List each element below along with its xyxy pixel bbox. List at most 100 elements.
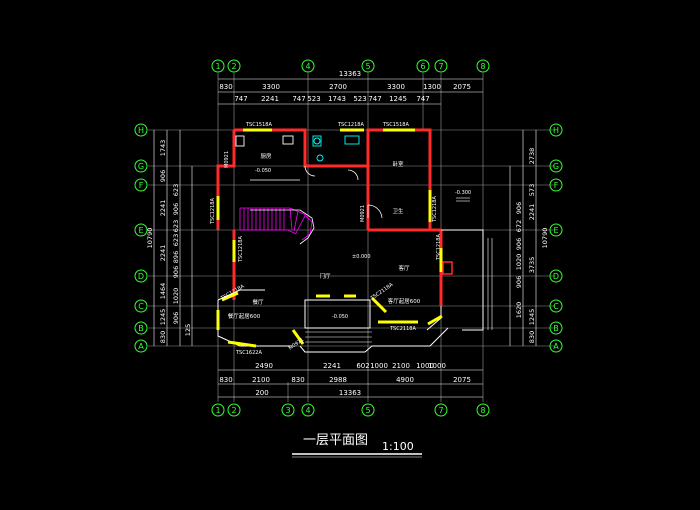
window-right-angle <box>427 314 443 326</box>
toilet-bowl-icon <box>313 137 321 145</box>
axis-label-top-5: 5 <box>365 62 370 71</box>
exterior-outline <box>217 229 484 353</box>
bottom-dim-2-1: 830 <box>219 376 232 384</box>
left-dim-5: 1464 <box>159 283 167 300</box>
drawing-title: 一层平面图 <box>303 433 368 448</box>
tag-w6: TSC1218A <box>432 196 438 223</box>
bottom-dim-3-1: 200 <box>255 389 268 397</box>
axis-label-top-6: 6 <box>420 62 425 71</box>
room-bedroom: 卧室 <box>392 160 404 168</box>
axis-label-top-8: 8 <box>480 62 485 71</box>
left-inner-7: 1020 <box>172 288 180 305</box>
left-inner-8: 906 <box>172 312 180 324</box>
left-dim-2: 906 <box>159 170 167 182</box>
axis-label-right-G: G <box>553 162 559 171</box>
bottom-dim-1-1: 2490 <box>255 362 273 370</box>
right-dim-3: 2241 <box>528 204 536 221</box>
axis-bubble-2-top <box>227 59 241 73</box>
axis-label-right-F: F <box>554 181 559 190</box>
bottom-dim-2-5: 4900 <box>396 376 414 384</box>
axis-bubble-4-top <box>301 59 315 73</box>
tag-door-kitchen: M0921 <box>224 151 230 168</box>
door-arc-bedroom <box>367 204 383 219</box>
window-porch <box>291 329 305 345</box>
right-inner-4: 1020 <box>515 254 523 271</box>
bathtub-icon <box>344 135 360 145</box>
right-dimension-lines <box>509 130 537 346</box>
top-dimension-lines <box>218 78 483 105</box>
left-dim-7: 830 <box>159 331 167 343</box>
axis-label-left-F: F <box>139 181 144 190</box>
axis-label-left-A: A <box>138 342 144 351</box>
axis-label-left-E: E <box>138 226 143 235</box>
tag-w4: TSC1218A <box>210 198 216 225</box>
room-small: 餐厅起居600 <box>228 312 261 320</box>
tag-door-bedroom: M0921 <box>360 205 366 222</box>
bottom-dim-1-6: 1000 <box>416 362 434 370</box>
bottom-dim-1-4: 602 <box>356 362 369 370</box>
right-dim-1: 2738 <box>528 148 536 165</box>
top-axis-bubbles <box>211 59 490 73</box>
room-hall: 门厅 <box>319 272 331 280</box>
top-dim-3-2: 2241 <box>261 95 279 103</box>
axis-label-top-2: 2 <box>231 62 236 71</box>
bottom-axis-bubbles <box>211 403 490 417</box>
axis-bubble-5-top <box>361 59 375 73</box>
room-kitchen: 厨房 <box>260 152 272 160</box>
left-dim-6: 1245 <box>159 309 167 326</box>
wall-kitchen-left <box>216 130 236 230</box>
axis-label-top-4: 4 <box>305 62 310 71</box>
axis-bubble-7-top <box>434 59 448 73</box>
windows <box>216 128 443 348</box>
room-living-label: 客厅起居600 <box>388 297 421 305</box>
top-dim-2-6: 2075 <box>453 83 471 91</box>
top-dim-2-4: 3300 <box>387 83 405 91</box>
bottom-dim-2-3: 830 <box>291 376 304 384</box>
fixtures <box>235 135 360 162</box>
top-dim-3-6: 523 <box>353 95 366 103</box>
axis-bubble-1-top <box>211 59 225 73</box>
axis-label-bottom-7: 7 <box>438 406 443 415</box>
left-inner-4: 623 <box>172 234 180 246</box>
tag-w9: TSC2118A <box>389 326 416 332</box>
top-dim-3-8: 1245 <box>389 95 407 103</box>
top-dim-3-5: 1743 <box>328 95 346 103</box>
axis-label-top-7: 7 <box>438 62 443 71</box>
top-dim-2-3: 2700 <box>329 83 347 91</box>
axis-label-right-D: D <box>553 272 559 281</box>
left-inner-5: 896 <box>172 251 180 263</box>
left-inner-2: 906 <box>172 203 180 215</box>
tag-w7: TSC1218A <box>436 234 442 261</box>
level-outdoor: -0.300 <box>455 190 471 196</box>
tag-w1: TSC1518A <box>245 122 272 128</box>
bottom-dim-2-2: 2100 <box>252 376 270 384</box>
stove-icon <box>235 135 245 147</box>
tag-w8: TSC1622A <box>235 350 262 356</box>
level-porch: -0.050 <box>332 314 348 320</box>
level-kitchen: -0.050 <box>255 168 271 174</box>
tag-w2: TSC1218A <box>337 122 364 128</box>
room-bath: 卫生 <box>392 207 404 215</box>
left-axis-bubbles <box>134 123 148 353</box>
right-inner-1: 906 <box>515 202 523 214</box>
right-dim-4: 3735 <box>528 257 536 274</box>
left-dim-4: 2241 <box>159 245 167 262</box>
wall-bedroom <box>366 128 432 230</box>
axis-label-right-E: E <box>553 226 558 235</box>
axis-label-right-B: B <box>553 324 559 333</box>
level-hall: ±0.000 <box>352 254 371 260</box>
axis-label-bottom-5: 5 <box>365 406 370 415</box>
axis-label-left-H: H <box>138 126 144 135</box>
top-dim-3-1: 747 <box>234 95 247 103</box>
door-arc-bath2 <box>347 169 359 181</box>
right-inner-3: 906 <box>515 238 523 250</box>
right-axis-bubbles <box>549 123 563 353</box>
tag-w3: TSC1518A <box>382 122 409 128</box>
doors <box>250 165 383 219</box>
axis-label-left-B: B <box>138 324 144 333</box>
axis-label-left-C: C <box>138 302 144 311</box>
right-dim-5: 1620 <box>515 302 523 319</box>
window-bay-3 <box>227 340 257 348</box>
axis-label-right-C: C <box>553 302 559 311</box>
